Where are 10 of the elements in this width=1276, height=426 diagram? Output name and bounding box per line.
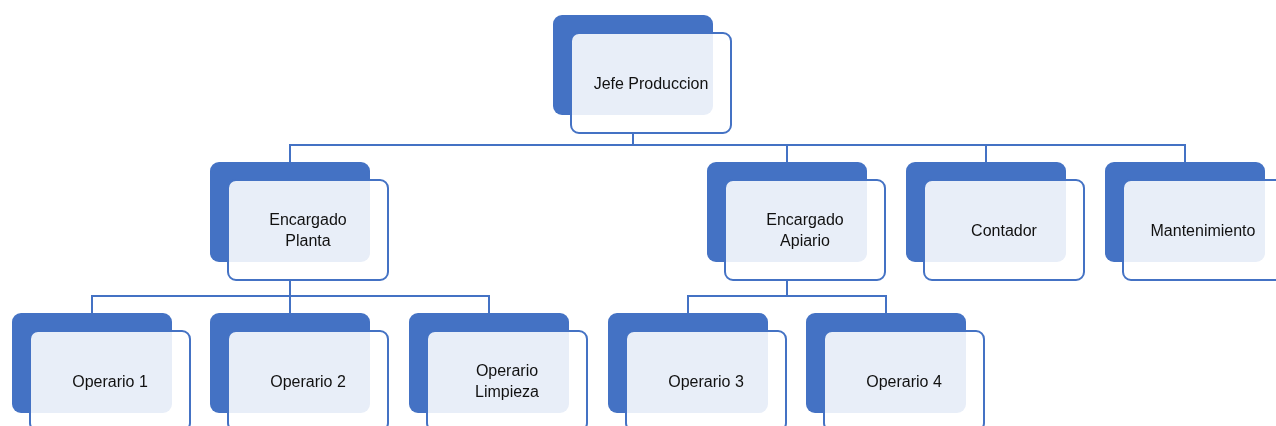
position-label: Encargado Apiario — [765, 210, 845, 251]
position-label: Operario 3 — [668, 371, 744, 392]
position-label: Jefe Produccion — [593, 73, 709, 94]
position-label: Operario 1 — [72, 371, 148, 392]
position-label: Operario 2 — [270, 371, 346, 392]
position-label: Encargado Planta — [268, 210, 348, 251]
position-label: Operario Limpieza — [474, 361, 540, 402]
position-label: Contador — [971, 220, 1037, 241]
position-label: Operario 4 — [866, 371, 942, 392]
position-label: Mantenimiento — [1150, 220, 1256, 241]
